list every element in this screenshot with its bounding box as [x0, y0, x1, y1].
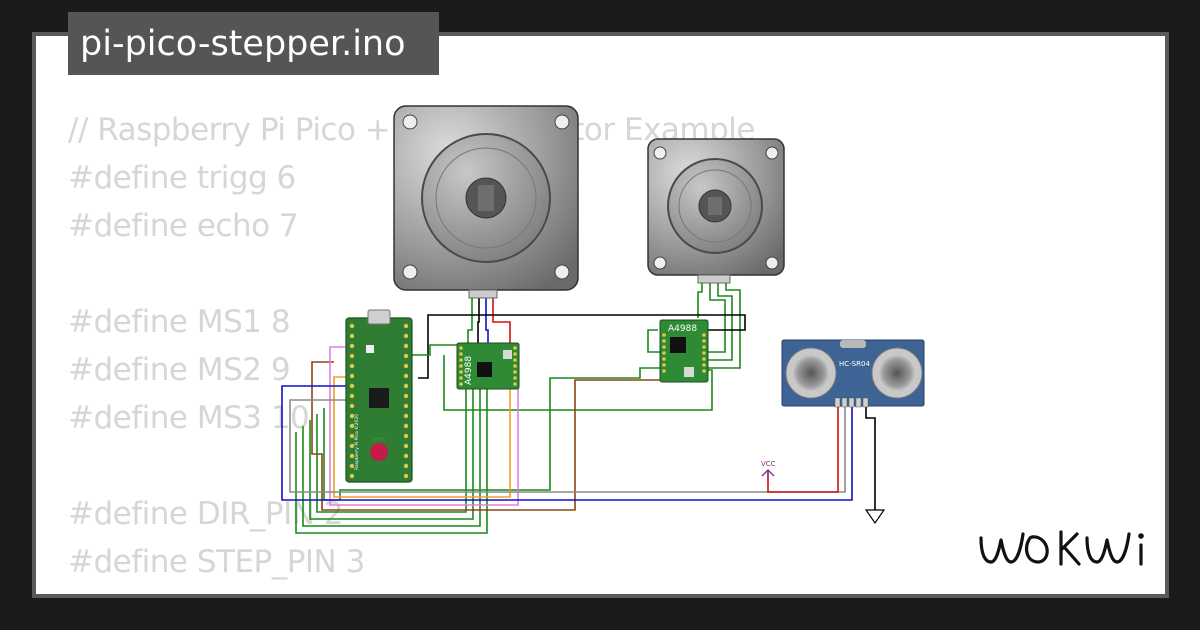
file-title: pi-pico-stepper.ino — [80, 24, 406, 64]
wire — [492, 290, 511, 345]
code-line: #define STEP_PIN 3 — [68, 544, 365, 580]
wire — [311, 361, 660, 511]
wire — [443, 355, 713, 411]
wire — [309, 388, 474, 520]
raspberry-pi-pico: Raspberry Pi Pico ©2020 — [345, 309, 413, 483]
ultrasonic-sensor: HC-SR04 — [781, 339, 925, 408]
stepper-motor-small — [647, 138, 785, 284]
wire — [302, 388, 481, 527]
code-line: #define echo 7 — [68, 208, 299, 244]
wire — [767, 405, 839, 493]
code-line: #define MS2 9 — [68, 352, 291, 388]
wire — [706, 275, 726, 353]
wire — [329, 346, 519, 506]
wire — [295, 388, 488, 534]
driver-left-label: A4988 — [464, 356, 474, 385]
wire — [865, 405, 876, 512]
vcc-symbol: VCC — [761, 460, 776, 478]
code-line: #define MS1 8 — [68, 304, 291, 340]
pico-label: Raspberry Pi Pico ©2020 — [353, 414, 360, 470]
wire — [333, 376, 511, 498]
stepper-driver-left: A4988 — [456, 342, 520, 390]
wire — [485, 290, 489, 345]
wires — [281, 275, 876, 534]
wire — [467, 290, 473, 345]
driver-right-label: A4988 — [668, 324, 697, 334]
stepper-driver-right: A4988 — [659, 319, 709, 383]
wokwi-logo — [979, 530, 1144, 566]
wire — [706, 275, 741, 369]
wire — [281, 385, 853, 501]
wire — [477, 290, 480, 345]
wire — [647, 329, 665, 353]
wire — [706, 275, 733, 361]
ground-symbol — [864, 509, 886, 525]
sensor-label: HC-SR04 — [839, 360, 870, 368]
stepper-motor-large — [393, 105, 579, 299]
vcc-label: VCC — [761, 460, 776, 468]
wire — [289, 399, 846, 493]
file-title-box — [68, 12, 439, 75]
wire — [412, 344, 460, 356]
code-line: #define trigg 6 — [68, 160, 296, 196]
wire — [316, 388, 467, 513]
